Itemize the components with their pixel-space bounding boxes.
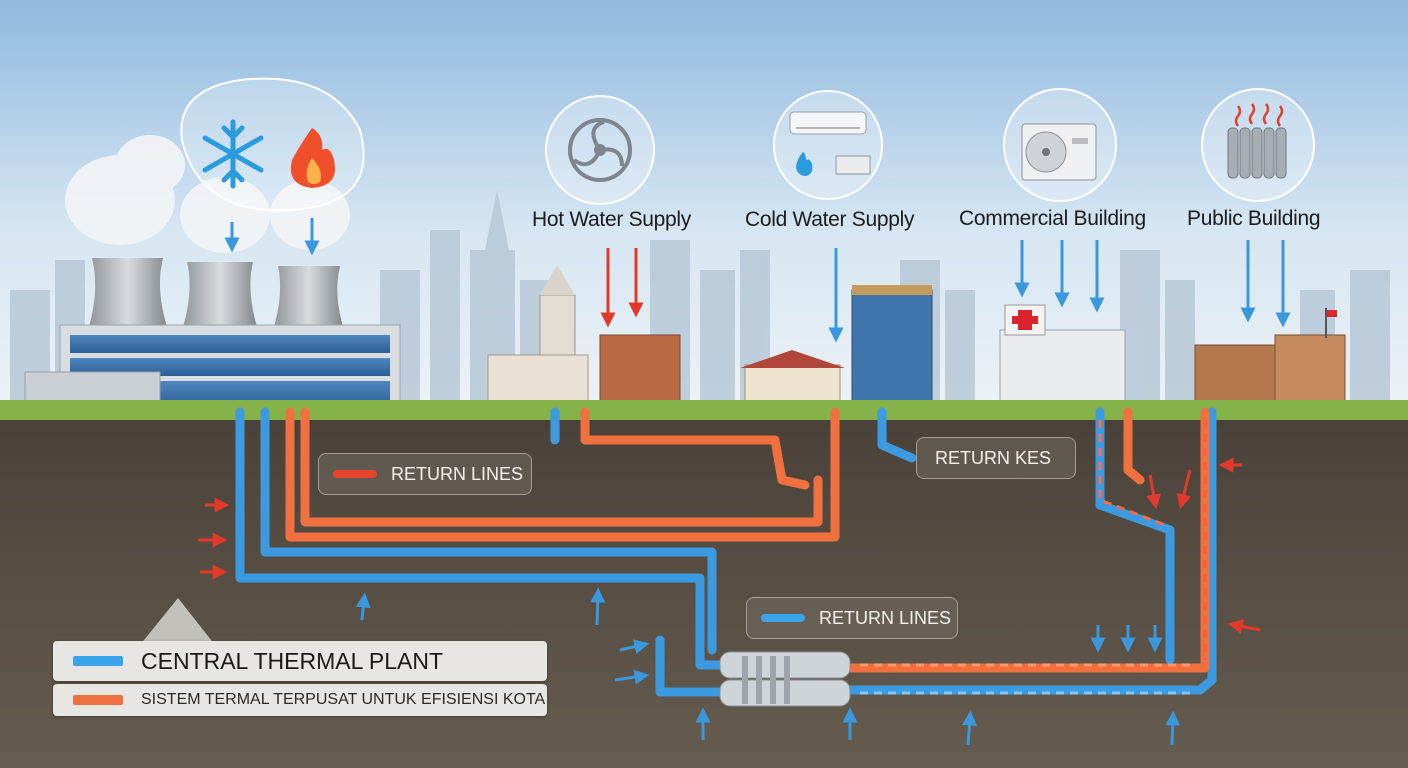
outdoor-ac-bubble bbox=[1003, 88, 1117, 202]
callout-return-lines-left: RETURN LINES bbox=[318, 453, 532, 495]
cold-pipe-bottom bbox=[845, 407, 1217, 695]
legend-cold-swatch bbox=[73, 656, 123, 666]
steam-clouds bbox=[65, 135, 350, 253]
fan-bubble bbox=[545, 95, 655, 205]
cold-pipe-main bbox=[235, 407, 725, 670]
flow-arrows bbox=[198, 218, 1291, 746]
radiator-bubble bbox=[1201, 88, 1315, 202]
flow-dashes bbox=[860, 420, 1207, 695]
legend-title: CENTRAL THERMAL PLANT bbox=[141, 647, 444, 674]
flame-icon bbox=[290, 128, 336, 188]
air-conditioner-icon bbox=[789, 111, 867, 135]
legend-subtitle-box: SISTEM TERMAL TERPUSAT UNTUK EFISIENSI K… bbox=[53, 684, 547, 716]
hot-pipe-1 bbox=[285, 407, 840, 542]
outdoor-ac-unit-icon bbox=[1021, 123, 1097, 181]
fan-icon bbox=[568, 118, 632, 182]
grass-strip bbox=[0, 400, 1408, 422]
hot-pipe-hospital bbox=[1123, 407, 1145, 485]
cold-pipe-hospital bbox=[1095, 407, 1175, 665]
cold-pipe-secondary bbox=[260, 407, 717, 655]
cold-pipe-branch bbox=[655, 635, 725, 697]
supply-line-swatch bbox=[761, 614, 805, 622]
return-line-swatch bbox=[333, 470, 377, 478]
label-commercial-building: Commercial Building bbox=[959, 207, 1146, 230]
callout-text: RETURN LINES bbox=[819, 607, 952, 628]
callout-return-lines-right: RETURN KES bbox=[916, 437, 1076, 479]
hot-pipe-3 bbox=[580, 407, 810, 490]
cold-pipe-office bbox=[877, 407, 917, 463]
ac-bubble bbox=[773, 90, 883, 200]
legend-pointer bbox=[140, 598, 215, 645]
legend-hot-swatch bbox=[73, 695, 123, 705]
snowflake-icon bbox=[202, 119, 264, 189]
heat-waves-icon bbox=[1234, 103, 1284, 127]
label-cold-water-supply: Cold Water Supply bbox=[745, 208, 915, 231]
label-hot-water-supply: Hot Water Supply bbox=[532, 208, 691, 231]
source-bubble bbox=[180, 77, 365, 212]
flame-icon bbox=[796, 152, 813, 176]
label-public-building: Public Building bbox=[1187, 207, 1321, 230]
cooling-towers bbox=[88, 258, 344, 330]
callout-text: RETURN KES bbox=[935, 447, 1052, 468]
callout-text: RETURN LINES bbox=[391, 463, 524, 484]
hot-pipe-2 bbox=[300, 407, 823, 527]
radiator-icon bbox=[1227, 127, 1287, 179]
legend-subtitle: SISTEM TERMAL TERPUSAT UNTUK EFISIENSI K… bbox=[141, 691, 546, 708]
legend-title-box: CENTRAL THERMAL PLANT bbox=[53, 641, 547, 681]
cold-pipes bbox=[235, 407, 1217, 697]
heat-exchanger bbox=[719, 651, 851, 707]
callout-return-lines-bottom: RETURN LINES bbox=[746, 597, 958, 639]
city-buildings bbox=[487, 265, 1346, 411]
